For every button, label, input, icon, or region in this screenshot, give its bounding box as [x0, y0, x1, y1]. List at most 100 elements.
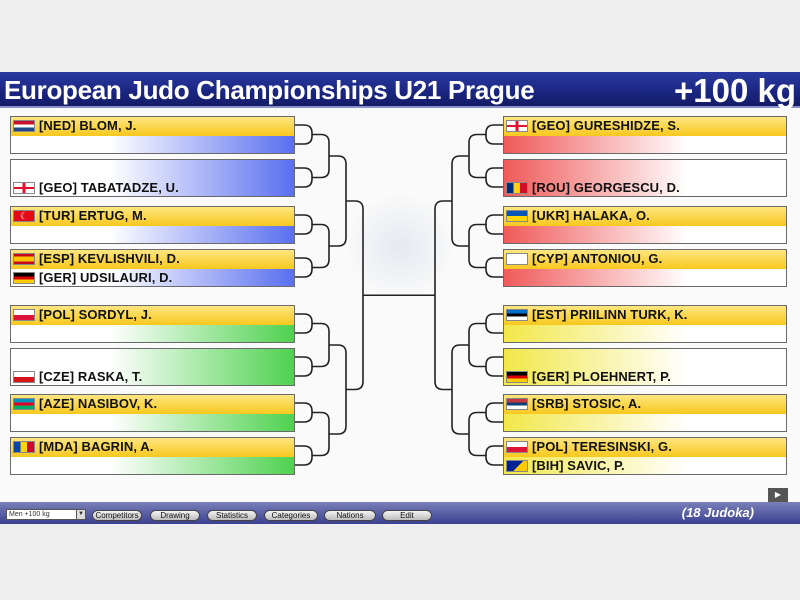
letterbox-bottom — [0, 524, 800, 600]
competitor-name[interactable]: [ESP] KEVLISHVILI, D. — [39, 251, 180, 266]
competitor-name[interactable]: [AZE] NASIBOV, K. — [39, 396, 158, 411]
judoka-count: (18 Judoka) — [681, 505, 754, 520]
right-draw-slot[interactable]: [POL] TERESINSKI, G. [BIH] SAVIC, P. — [503, 437, 787, 475]
bracket-connector — [451, 155, 469, 247]
left-draw-slot[interactable]: [MDA] BAGRIN, A. — [10, 437, 295, 475]
bracket-connector — [485, 445, 503, 466]
competitor-name[interactable]: [GEO] TABATADZE, U. — [39, 180, 179, 195]
competitors-button[interactable]: Competitors — [92, 510, 142, 521]
right-draw-slot[interactable]: [EST] PRIILINN TURK, K. — [503, 305, 787, 343]
drawing-button[interactable]: Drawing — [150, 510, 200, 521]
competitor-name[interactable]: [CZE] RASKA, T. — [39, 369, 143, 384]
letterbox-top — [0, 0, 800, 72]
slot-highlight-band — [504, 250, 786, 269]
statistics-button[interactable]: Statistics — [207, 510, 257, 521]
flag-geo-icon — [506, 120, 528, 132]
competitor-name[interactable]: [GER] UDSILAURI, D. — [39, 270, 173, 285]
draw-screen: European Judo Championships U21 Prague +… — [0, 72, 800, 524]
bracket-connector — [485, 356, 503, 377]
page-title: European Judo Championships U21 Prague — [4, 75, 535, 105]
left-draw-slot[interactable]: [CZE] RASKA, T. — [10, 348, 295, 386]
slot-highlight-band — [11, 395, 294, 414]
weight-class-label: +100 kg — [673, 72, 796, 109]
nations-button[interactable]: Nations — [324, 510, 376, 521]
bracket-connector — [346, 200, 364, 391]
bracket-connector — [468, 133, 486, 179]
left-draw-slot[interactable]: [ESP] KEVLISHVILI, D. [GER] UDSILAURI, D. — [10, 249, 295, 287]
toolbar: Men +100 kg ▼ Competitors Drawing Statis… — [0, 502, 800, 524]
competitor-name[interactable]: [TUR] ERTUG, M. — [39, 208, 147, 223]
bracket-connector — [329, 344, 347, 435]
competitor-name[interactable]: [UKR] HALAKA, O. — [532, 208, 650, 223]
bracket-connector — [312, 223, 330, 269]
categories-button[interactable]: Categories — [264, 510, 318, 521]
bracket-connector — [485, 313, 503, 334]
category-select-value: Men +100 kg — [9, 511, 50, 518]
slot-highlight-band — [11, 207, 294, 226]
left-draw-slot[interactable]: ☾ [TUR] ERTUG, M. — [10, 206, 295, 244]
bracket-connector — [295, 356, 313, 377]
bracket-connector — [434, 200, 452, 391]
bracket-connector — [485, 402, 503, 423]
flag-aze-icon — [13, 398, 35, 410]
bracket-connector — [485, 167, 503, 188]
right-draw-slot[interactable]: [UKR] HALAKA, O. — [503, 206, 787, 244]
bracket-connector — [312, 411, 330, 457]
slot-highlight-band — [504, 306, 786, 325]
right-draw-slot[interactable]: [GEO] GURESHIDZE, S. — [503, 116, 787, 154]
competitor-name[interactable]: [GEO] GURESHIDZE, S. — [532, 118, 680, 133]
competitor-name[interactable]: [POL] TERESINSKI, G. — [532, 439, 672, 454]
slot-highlight-band — [504, 438, 786, 457]
bracket-connector — [295, 445, 313, 466]
left-draw-slot[interactable]: [NED] BLOM, J. — [10, 116, 295, 154]
bracket-lines — [295, 124, 503, 466]
flag-pol-icon — [13, 309, 35, 321]
flag-ger-icon — [506, 371, 528, 383]
competitor-name[interactable]: [MDA] BAGRIN, A. — [39, 439, 154, 454]
youtube-icon: ▶ — [768, 488, 788, 502]
right-draw-slot[interactable]: [ROU] GEORGESCU, D. — [503, 159, 787, 197]
flag-ger-icon — [13, 272, 35, 284]
right-draw-slot[interactable]: [SRB] STOSIC, A. — [503, 394, 787, 432]
chevron-down-icon: ▼ — [76, 510, 85, 519]
flag-tur-icon: ☾ — [13, 210, 35, 222]
competitor-name[interactable]: [ROU] GEORGESCU, D. — [532, 180, 680, 195]
bracket-connector — [295, 257, 313, 278]
bracket-connector — [295, 313, 313, 334]
competitor-name[interactable]: [NED] BLOM, J. — [39, 118, 137, 133]
flag-mda-icon — [13, 441, 35, 453]
right-draw-slot[interactable]: [GER] PLOEHNERT, P. — [503, 348, 787, 386]
flag-cze-icon — [13, 371, 35, 383]
edit-button[interactable]: Edit — [382, 510, 432, 521]
right-draw-slot[interactable]: [CYP] ANTONIOU, G. — [503, 249, 787, 287]
competitor-name[interactable]: [GER] PLOEHNERT, P. — [532, 369, 671, 384]
competitor-name[interactable]: [SRB] STOSIC, A. — [532, 396, 642, 411]
flag-ned-icon — [13, 120, 35, 132]
bracket-connector — [312, 133, 330, 179]
slot-highlight-band — [11, 250, 294, 269]
flag-pol-icon — [506, 441, 528, 453]
bracket-connector — [312, 322, 330, 368]
flag-est-icon — [506, 309, 528, 321]
bracket-connector — [295, 167, 313, 188]
category-select[interactable]: Men +100 kg ▼ — [6, 509, 86, 520]
slot-highlight-band — [11, 306, 294, 325]
slot-highlight-band — [504, 395, 786, 414]
flag-cyp-icon — [506, 253, 528, 265]
competitor-name[interactable]: [CYP] ANTONIOU, G. — [532, 251, 663, 266]
bracket-connector — [451, 344, 469, 435]
flag-ukr-icon — [506, 210, 528, 222]
bracket-connector — [468, 322, 486, 368]
competitor-name[interactable]: [POL] SORDYL, J. — [39, 307, 152, 322]
flag-rou-icon — [506, 182, 528, 194]
flag-geo-icon — [13, 182, 35, 194]
competitor-name[interactable]: [EST] PRIILINN TURK, K. — [532, 307, 688, 322]
left-draw-slot[interactable]: [GEO] TABATADZE, U. — [10, 159, 295, 197]
bracket-connector — [485, 257, 503, 278]
left-draw-slot[interactable]: [POL] SORDYL, J. — [10, 305, 295, 343]
bracket-connector — [295, 124, 313, 145]
bracket-connector — [295, 214, 313, 235]
left-draw-slot[interactable]: [AZE] NASIBOV, K. — [10, 394, 295, 432]
title-bar: European Judo Championships U21 Prague +… — [0, 72, 800, 109]
competitor-name[interactable]: [BIH] SAVIC, P. — [532, 458, 625, 473]
